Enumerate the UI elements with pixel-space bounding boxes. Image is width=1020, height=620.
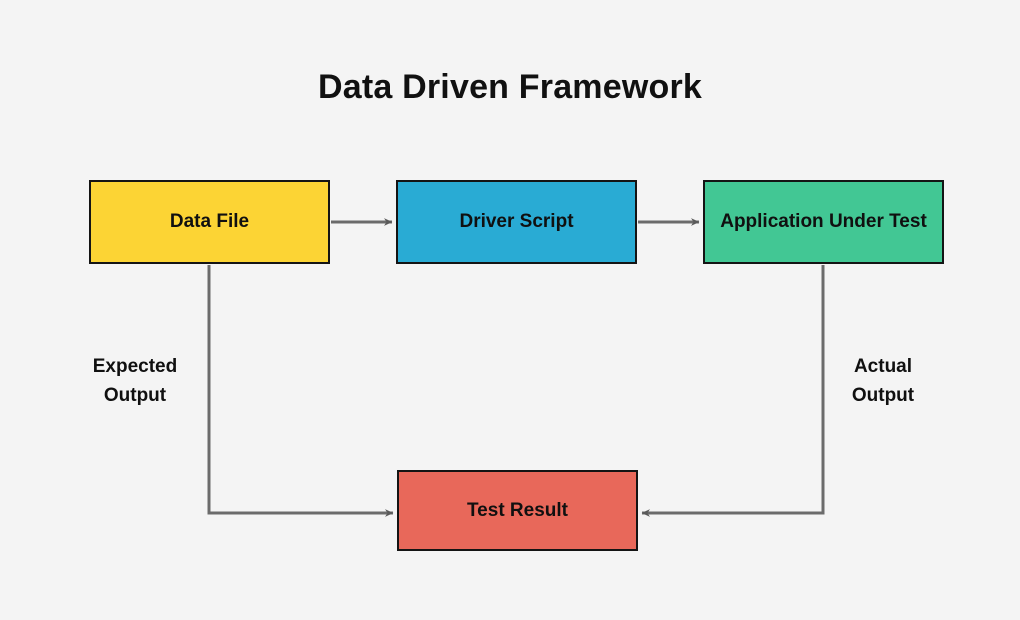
node-driver-script[interactable]: Driver Script <box>396 180 637 264</box>
edge-label-expected-output: Expected Output <box>60 353 210 410</box>
edge-label-actual-output: Actual Output <box>808 353 958 410</box>
node-data-file[interactable]: Data File <box>89 180 330 264</box>
edge-data-file-to-test-result <box>207 265 394 517</box>
edge-application-to-test-result <box>641 265 825 517</box>
edge-label-actual-output-line1: Actual <box>853 356 913 377</box>
node-application-under-test[interactable]: Application Under Test <box>703 180 944 264</box>
edge-label-expected-output-line2: Output <box>103 384 167 406</box>
edge-label-actual-output-line2: Output <box>851 384 915 406</box>
edge-label-expected-output-line1: Expected <box>92 356 178 377</box>
node-test-result[interactable]: Test Result <box>397 470 638 551</box>
page-title: Data Driven Framework <box>317 68 702 106</box>
